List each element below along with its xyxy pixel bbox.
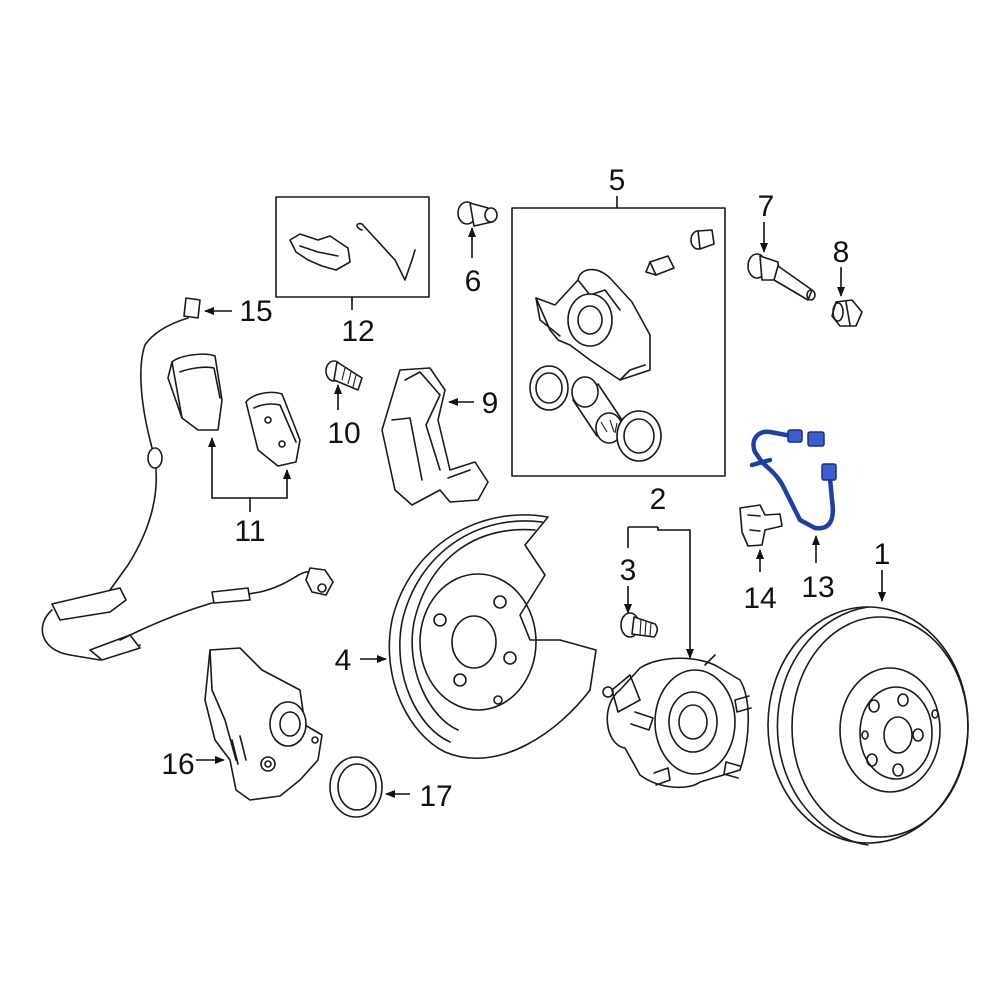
callout-11: 11: [234, 515, 265, 548]
callout-6: 6: [465, 265, 482, 298]
brake-pads: [167, 353, 301, 467]
dust-shield: [388, 514, 597, 759]
callout-13: 13: [801, 571, 834, 604]
caliper-assembly: [511, 207, 726, 477]
brake-rotor: [767, 606, 969, 846]
callout-17: 17: [419, 780, 452, 813]
hose-bracket: [739, 504, 783, 547]
callout-15: 15: [239, 295, 272, 328]
callout-7: 7: [758, 190, 775, 223]
hub-bearing-assembly: [602, 654, 752, 789]
bleeder-screw: [457, 201, 498, 227]
brake-hose: [749, 429, 837, 531]
callout-10: 10: [327, 417, 360, 450]
brake-hardware-kit: [275, 196, 430, 298]
hub-bolt: [620, 612, 659, 638]
callout-2: 2: [650, 483, 667, 516]
callout-4: 4: [335, 644, 352, 677]
callout-8: 8: [833, 236, 850, 269]
support-mounting-bolt: [325, 360, 363, 391]
callout-labels: 1 2 3 4 5 6 7 8 9 10 11 12 13 14 15 16 1…: [161, 164, 890, 813]
caliper-support: [381, 367, 489, 506]
callout-3: 3: [620, 554, 637, 587]
callout-5: 5: [609, 164, 626, 197]
callout-14: 14: [743, 582, 776, 615]
callout-1: 1: [874, 538, 891, 571]
callout-12: 12: [341, 315, 374, 348]
o-ring: [329, 756, 383, 818]
leader-lines: [196, 196, 886, 798]
guide-pin-boot: [831, 299, 863, 327]
abs-sensor: [41, 297, 334, 661]
callout-9: 9: [482, 387, 499, 420]
guide-pin: [747, 253, 816, 301]
parking-brake-actuator: [204, 647, 323, 801]
callout-16: 16: [161, 748, 194, 781]
